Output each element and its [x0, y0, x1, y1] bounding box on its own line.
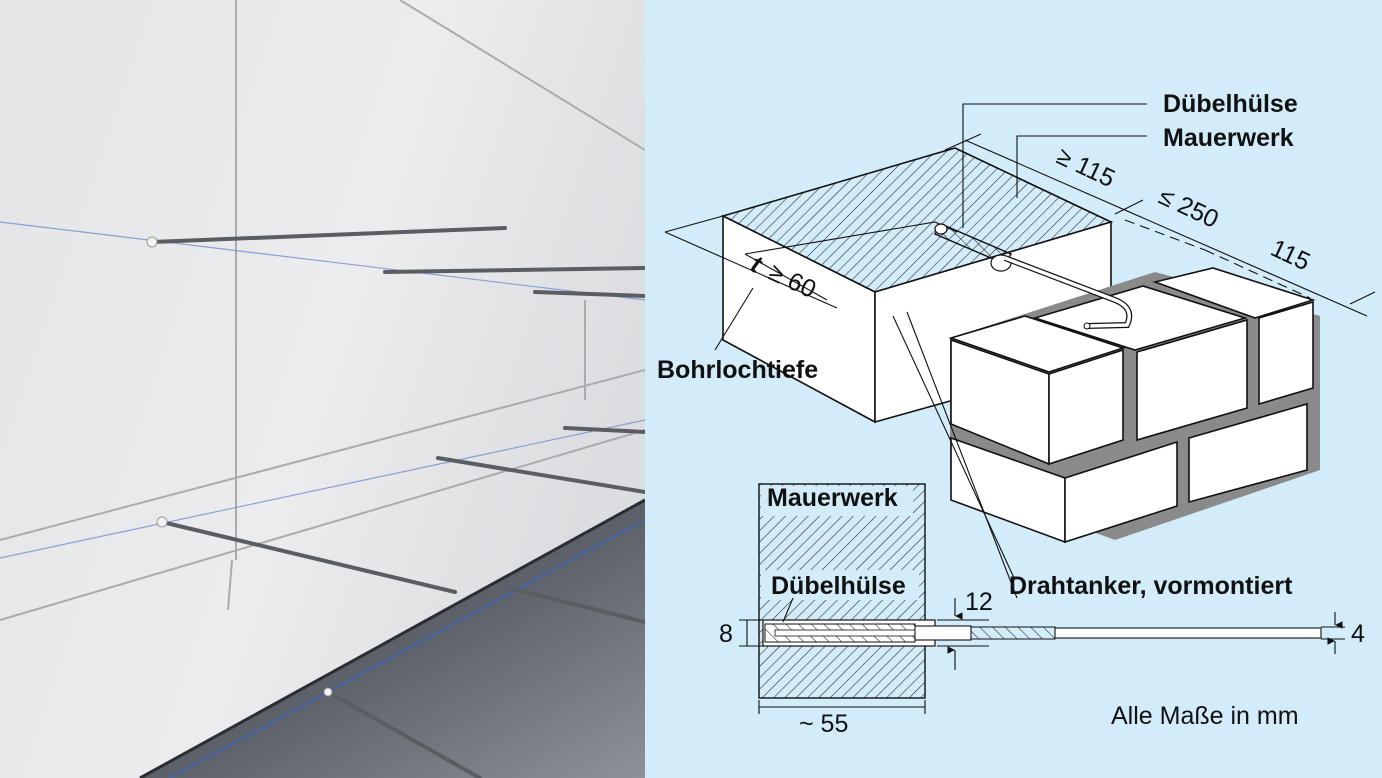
- dim-dia-12: 12: [965, 588, 993, 616]
- dim-dia-8: 8: [719, 620, 733, 648]
- label-mauerwerk-section: Mauerwerk: [767, 484, 898, 512]
- label-drahtanker: Drahtanker, vormontiert: [1009, 572, 1293, 600]
- leader-lines: [714, 103, 1147, 599]
- label-mauerwerk-top: Mauerwerk: [1163, 124, 1294, 152]
- label-duebelhuelse-top: Dübelhülse: [1163, 90, 1298, 118]
- isometric-anchor: [933, 223, 1133, 330]
- label-duebelhuelse-section: Dübelhülse: [771, 572, 906, 600]
- dimension-lines: [664, 133, 1376, 317]
- anchor-diagram: Dübelhülse Mauerwerk Bohrlochtiefe ≥ 115…: [645, 0, 1382, 778]
- dim-dia-4: 4: [1351, 620, 1365, 648]
- block-joints: [0, 0, 645, 621]
- label-bohrlochtiefe: Bohrlochtiefe: [657, 356, 818, 384]
- chalk-lines: [0, 221, 645, 559]
- wire-anchors: [150, 226, 645, 778]
- dim-length-55: ~ 55: [799, 710, 848, 738]
- section-view: [758, 483, 1322, 699]
- wall-photo: [0, 0, 645, 778]
- brick-wall: [948, 267, 1320, 544]
- section-dimensions: [739, 598, 1345, 714]
- units-note: Alle Maße in mm: [1111, 702, 1299, 730]
